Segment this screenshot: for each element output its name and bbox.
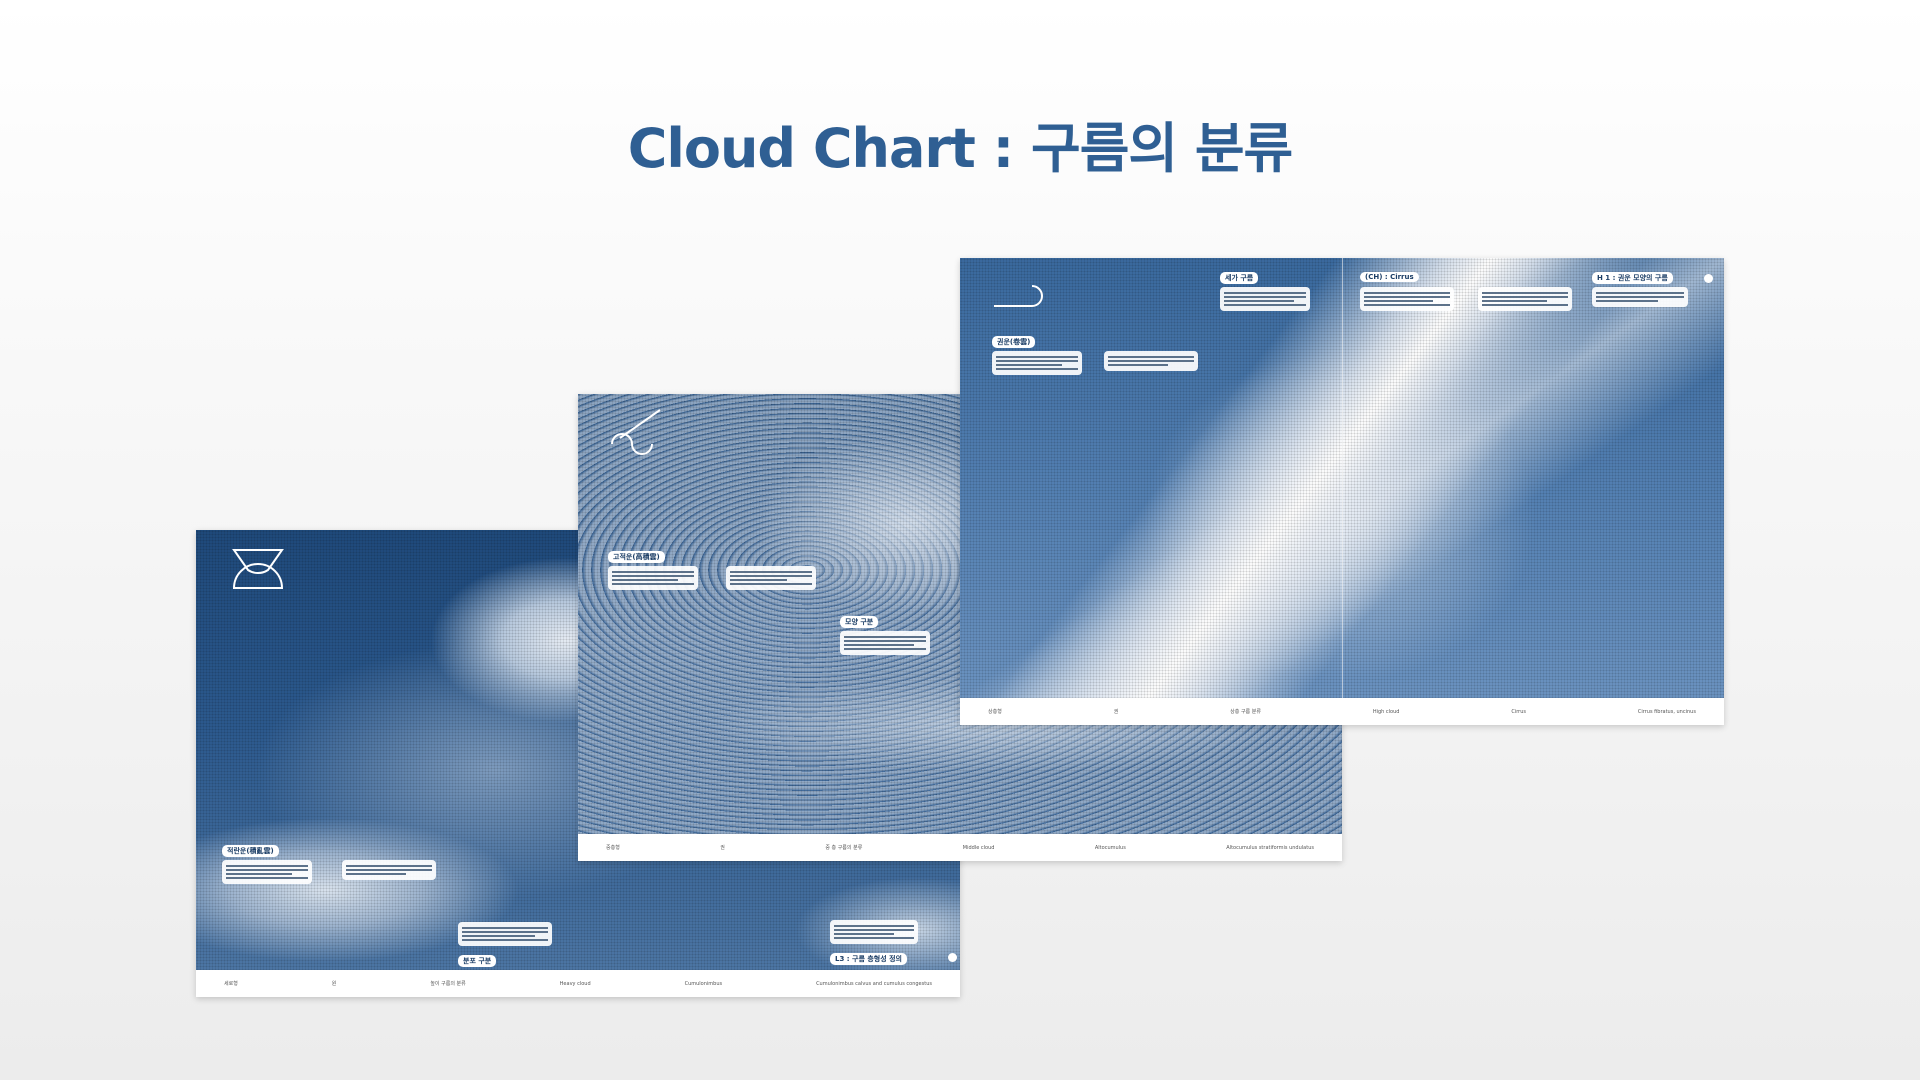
text-block xyxy=(1478,287,1572,311)
footer-text: Middle cloud xyxy=(962,844,995,851)
footer-text: 권 xyxy=(1113,709,1119,715)
caption-label: 권운(卷雲) xyxy=(992,336,1036,348)
caption-label: L3 : 구름 층형성 정의 xyxy=(830,953,907,965)
caption-label: (CH) : Cirrus xyxy=(1360,272,1419,282)
text-block xyxy=(342,860,436,880)
text-block xyxy=(992,351,1082,375)
text-block xyxy=(222,860,312,884)
text-block xyxy=(1592,287,1688,307)
caption-label: 고적운(高積雲) xyxy=(608,551,665,563)
caption-label: 세가 구름 xyxy=(1220,272,1259,284)
caption-label: 적란운(積亂雲) xyxy=(222,845,279,857)
caption-label: 분포 구분 xyxy=(458,955,497,967)
page-marker-icon xyxy=(948,953,957,962)
caption-label: H 1 : 권운 모양의 구름 xyxy=(1592,272,1673,284)
footer-text: 상층형 xyxy=(988,709,1002,715)
footer-text: Cumulonimbus xyxy=(684,980,723,987)
text-block xyxy=(458,922,552,946)
footer-text: 원 xyxy=(331,981,337,987)
footer-text: Altocumulus xyxy=(1094,844,1126,851)
page-title: Cloud Chart : 구름의 분류 xyxy=(627,117,1294,180)
text-block xyxy=(1220,287,1310,311)
footer-text: Cirrus xyxy=(1511,708,1527,715)
spread-footer: 상층형 권 상층 구름 분류 High cloud Cirrus Cirrus … xyxy=(960,698,1724,725)
text-block xyxy=(840,631,930,655)
wisp-cloud-icon xyxy=(994,285,1043,307)
cirrus-spread[interactable]: 권운(卷雲) 세가 구름 (CH) : Cirrus H 1 : 권운 모양의 … xyxy=(960,258,1724,725)
spread-footer: 세로형 원 높이 구름의 분류 Heavy cloud Cumulonimbus… xyxy=(196,970,960,997)
footer-text: 권 xyxy=(720,845,725,851)
text-block xyxy=(1360,287,1454,311)
footer-text: 세로형 xyxy=(224,981,238,987)
footer-text: Altocumulus stratiformis undulatus xyxy=(1226,844,1314,851)
text-block xyxy=(1104,351,1198,371)
text-block xyxy=(830,920,918,944)
page-gutter xyxy=(1342,258,1343,698)
text-block xyxy=(726,566,816,590)
page-marker-icon xyxy=(1704,274,1713,283)
footer-text: 중층형 xyxy=(606,845,620,851)
caption-label: 모양 구분 xyxy=(840,616,879,628)
footer-text: Heavy cloud xyxy=(559,980,591,987)
spread-footer: 중층형 권 중 층 구름의 분류 Middle cloud Altocumulu… xyxy=(578,834,1342,861)
anvil-cloud-icon xyxy=(232,549,284,589)
footer-text: 중 층 구름의 분류 xyxy=(825,845,863,851)
footer-text: 상층 구름 분류 xyxy=(1230,709,1261,715)
footer-text: Cirrus fibratus, uncinus xyxy=(1637,708,1696,715)
billow-cloud-icon xyxy=(611,409,661,455)
text-block xyxy=(608,566,698,590)
footer-text: Cumulonimbus calvus and cumulus congestu… xyxy=(816,980,932,987)
footer-text: High cloud xyxy=(1372,708,1400,715)
footer-text: 높이 구름의 분류 xyxy=(430,981,466,987)
